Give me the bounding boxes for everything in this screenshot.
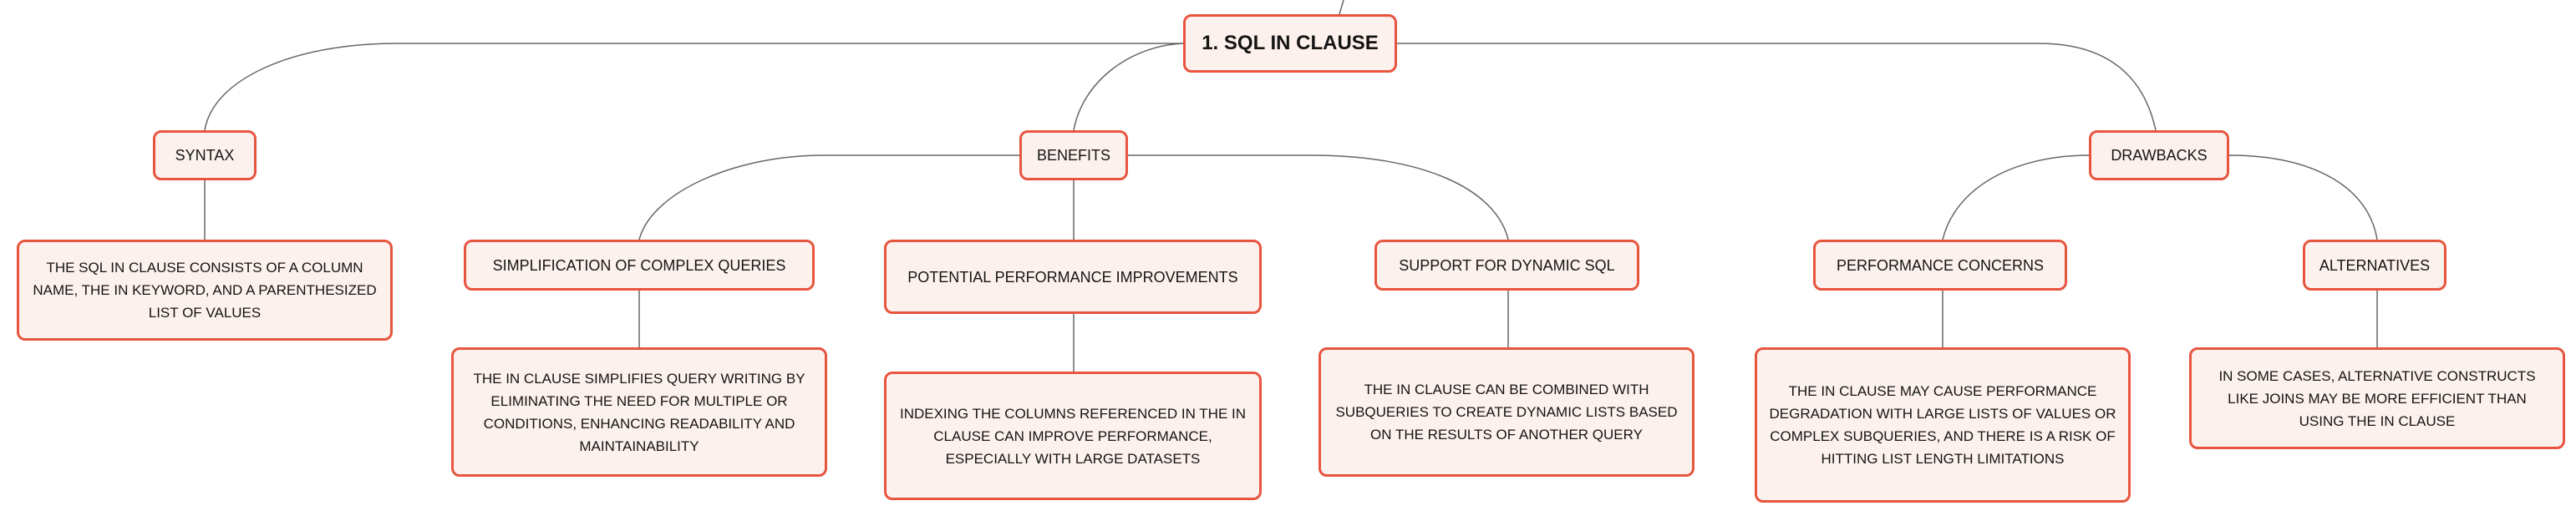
branch-syntax[interactable]: SYNTAX bbox=[153, 130, 257, 180]
topic-simplification[interactable]: SIMPLIFICATION OF COMPLEX QUERIES bbox=[464, 240, 815, 291]
topic-alternatives[interactable]: ALTERNATIVES bbox=[2303, 240, 2446, 291]
connector-root-benefits bbox=[1073, 43, 1184, 131]
topic-performance-improvements[interactable]: POTENTIAL PERFORMANCE IMPROVEMENTS bbox=[884, 240, 1262, 314]
connector-drawbacks-performance bbox=[1942, 154, 2090, 240]
topic-performance-concerns[interactable]: PERFORMANCE CONCERNS bbox=[1813, 240, 2067, 291]
performance-improvements-detail[interactable]: INDEXING THE COLUMNS REFERENCED IN THE I… bbox=[884, 372, 1262, 500]
connector-benefits-dynamic bbox=[1128, 154, 1509, 240]
alternatives-detail[interactable]: IN SOME CASES, ALTERNATIVE CONSTRUCTS LI… bbox=[2189, 347, 2565, 449]
connector-root-drawbacks bbox=[1395, 43, 2157, 131]
connector-drawbacks-alternatives bbox=[2228, 154, 2378, 240]
branch-benefits[interactable]: BENEFITS bbox=[1019, 130, 1128, 180]
connector-root-syntax bbox=[204, 43, 1183, 131]
topic-dynamic-sql[interactable]: SUPPORT FOR DYNAMIC SQL bbox=[1374, 240, 1639, 291]
performance-concerns-detail[interactable]: THE IN CLAUSE MAY CAUSE PERFORMANCE DEGR… bbox=[1755, 347, 2131, 503]
dynamic-sql-detail[interactable]: THE IN CLAUSE CAN BE COMBINED WITH SUBQU… bbox=[1318, 347, 1694, 477]
syntax-detail[interactable]: THE SQL IN CLAUSE CONSISTS OF A COLUMN N… bbox=[17, 240, 393, 341]
connector-benefits-simplification bbox=[638, 154, 1019, 240]
branch-drawbacks[interactable]: DRAWBACKS bbox=[2089, 130, 2229, 180]
connector-root-incoming bbox=[1339, 0, 1344, 15]
simplification-detail[interactable]: THE IN CLAUSE SIMPLIFIES QUERY WRITING B… bbox=[451, 347, 827, 477]
root-node[interactable]: 1. SQL IN CLAUSE bbox=[1183, 14, 1397, 73]
